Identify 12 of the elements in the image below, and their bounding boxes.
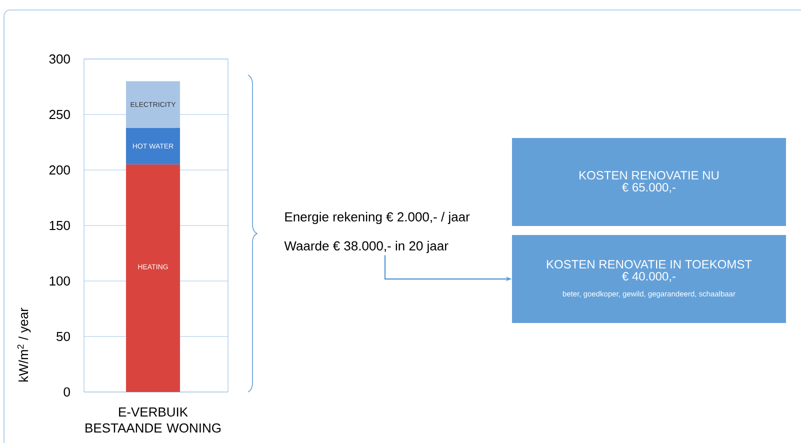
tick-label: 300 — [49, 54, 70, 64]
category-label: E-VERBUIK BESTAANDE WONING — [86, 408, 221, 433]
tick-label: 100 — [50, 276, 70, 286]
tick-label: 150 — [50, 220, 70, 230]
tick-label: 50 — [56, 332, 70, 342]
note-text: Waarde € 38.000,- in 20 jaar — [284, 240, 448, 254]
axis-title: kW/m$^{2}$ / year — [17, 308, 31, 382]
tick-label: 250 — [49, 110, 70, 120]
cost-box: KOSTEN RENOVATIE NU € 65.000,- — [512, 138, 786, 226]
tick-label: 200 — [49, 165, 70, 175]
tick-label: 0 — [64, 387, 70, 397]
note-text: Energie rekening € 2.000,- / jaar — [285, 212, 470, 224]
